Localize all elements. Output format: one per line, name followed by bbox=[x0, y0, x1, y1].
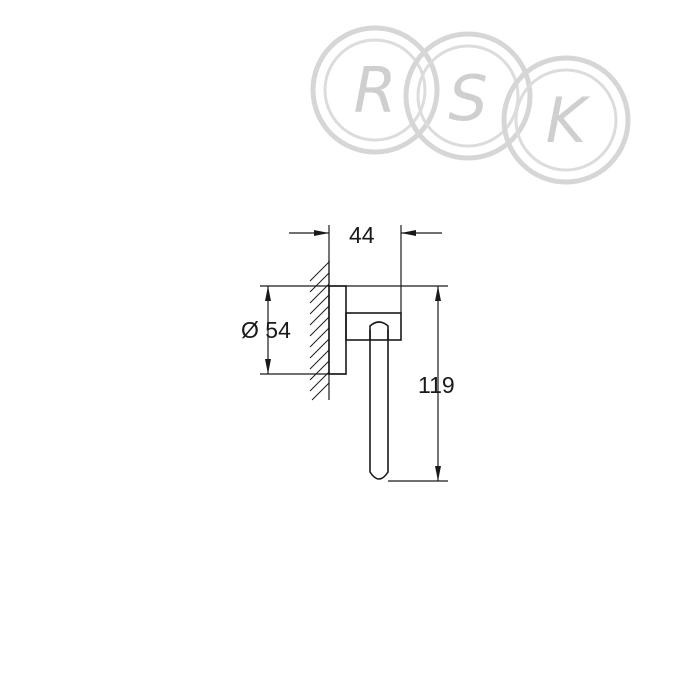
wall-hatching bbox=[309, 261, 330, 401]
diameter-dimension: Ø 54 bbox=[241, 285, 346, 375]
holder-arm bbox=[345, 312, 402, 341]
depth-dimension: 44 bbox=[289, 222, 442, 313]
watermark-letter-s: S bbox=[448, 62, 487, 135]
hinge-joint bbox=[369, 321, 389, 340]
towel-ring-holder bbox=[328, 285, 402, 480]
depth-label: 44 bbox=[349, 222, 375, 248]
watermark-letter-k: K bbox=[546, 84, 591, 157]
wall-rosette bbox=[328, 285, 347, 375]
hanging-ring bbox=[369, 330, 389, 480]
diameter-label: Ø 54 bbox=[241, 317, 291, 343]
height-label: 119 bbox=[418, 372, 455, 398]
rsk-watermark-logo: R S K bbox=[310, 25, 631, 185]
watermark-letter-r: R bbox=[353, 54, 396, 127]
wall bbox=[309, 260, 330, 401]
height-dimension: 119 bbox=[346, 285, 455, 482]
